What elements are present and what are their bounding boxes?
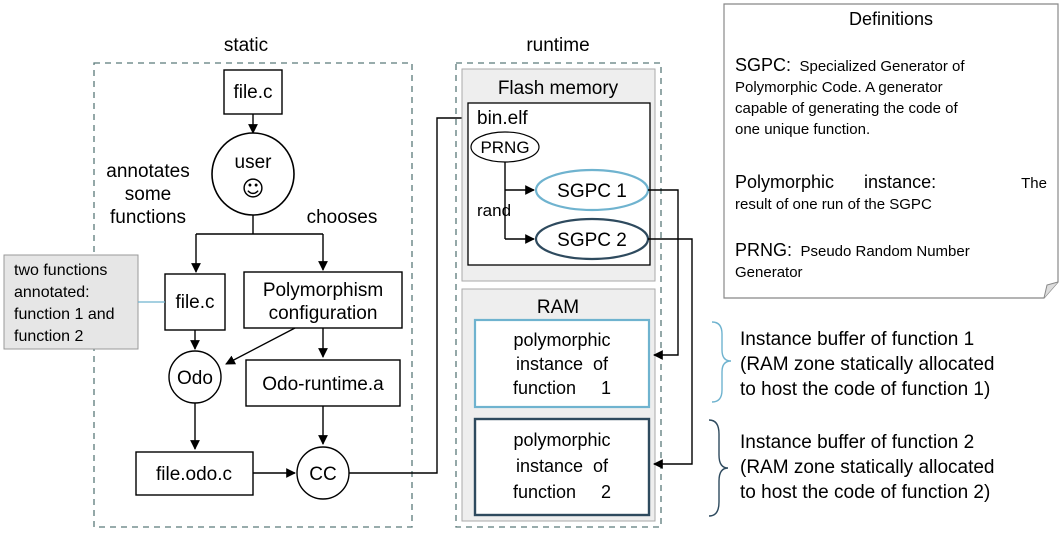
buffer2-line1: Instance buffer of function 2 <box>740 432 974 453</box>
annotates-label-3: functions <box>110 207 186 228</box>
note-line-3: function 1 and <box>14 306 115 323</box>
source-file-label: file.c <box>233 82 272 103</box>
definitions-title: Definitions <box>849 9 933 29</box>
note-line-2: annotated: <box>14 284 90 301</box>
chooses-label: chooses <box>307 207 378 228</box>
odo-output-file-label: file.odo.c <box>156 464 232 485</box>
def-sgpc-text-2: Polymorphic Code. A generator <box>735 79 943 96</box>
source-file-box <box>223 69 283 115</box>
rand-label: rand <box>477 201 511 220</box>
instance1-line3: function 1 <box>513 378 611 398</box>
odo-runtime-box <box>245 359 401 407</box>
ram-title: RAM <box>537 297 579 318</box>
instance2-line3: function 2 <box>513 482 611 502</box>
note-line-4: function 2 <box>14 328 83 345</box>
annotated-file-box <box>164 273 226 331</box>
page-curl-icon <box>1043 281 1059 299</box>
instance1-line2: instance of <box>516 354 609 374</box>
def-sgpc-first-line: SGPC: Specialized Generator of <box>735 55 965 75</box>
annotated-file-label: file.c <box>175 292 214 313</box>
def-sgpc-text-4: one unique function. <box>735 121 870 138</box>
runtime-section-label: runtime <box>526 35 589 56</box>
def-prng-first-line: PRNG: Pseudo Random Number <box>735 240 970 260</box>
buffer1-line1: Instance buffer of function 1 <box>740 329 974 350</box>
def-sgpc-text-1: Specialized Generator of <box>799 58 965 75</box>
instance2-line2: instance of <box>516 456 609 476</box>
instance2-buffer <box>473 417 651 517</box>
def-poly-text-1: result of one run of the SGPC <box>735 196 932 213</box>
annotates-label-2: some <box>125 184 171 205</box>
flash-memory-title: Flash memory <box>498 78 619 99</box>
buffer2-line3: to host the code of function 2) <box>740 482 990 503</box>
runtime-region <box>455 62 662 528</box>
buffer1-line2: (RAM zone statically allocated <box>740 354 995 375</box>
bin-elf-label: bin.elf <box>477 108 528 129</box>
buffer2-line2: (RAM zone statically allocated <box>740 457 995 478</box>
odo-runtime-label: Odo-runtime.a <box>262 374 384 395</box>
instance1-line1: polymorphic <box>513 330 610 350</box>
polymorphism-config-line2: configuration <box>269 303 378 324</box>
def-prng-term: PRNG: <box>735 240 792 260</box>
def-poly-term: Polymorphic instance: <box>735 172 936 192</box>
sgpc1-label: SGPC 1 <box>557 181 627 202</box>
cc-label: CC <box>309 464 336 485</box>
annotation-note <box>3 254 139 350</box>
odo-output-file-box <box>135 451 254 496</box>
instance2-line1: polymorphic <box>513 430 610 450</box>
def-prng-text-2: Generator <box>735 264 803 281</box>
user-label: user <box>235 152 273 173</box>
odo-label: Odo <box>177 368 213 389</box>
prng-label: PRNG <box>480 138 529 157</box>
annotates-label-1: annotates <box>106 161 189 182</box>
buffer2-brace <box>708 419 729 517</box>
buffer1-line3: to host the code of function 1) <box>740 379 990 400</box>
static-section-label: static <box>224 35 268 56</box>
def-sgpc-term: SGPC: <box>735 55 791 75</box>
smiley-icon: ☺ <box>242 177 265 202</box>
note-line-1: two functions <box>14 262 107 279</box>
polymorphism-config-line1: Polymorphism <box>263 280 383 301</box>
def-prng-text-1: Pseudo Random Number <box>800 243 969 260</box>
def-poly-tail: The <box>1021 175 1047 192</box>
instance1-buffer <box>473 318 651 409</box>
user-node <box>211 132 295 216</box>
buffer1-brace <box>711 321 732 403</box>
sgpc2-label: SGPC 2 <box>557 230 627 251</box>
def-sgpc-text-3: capable of generating the code of <box>735 100 959 117</box>
